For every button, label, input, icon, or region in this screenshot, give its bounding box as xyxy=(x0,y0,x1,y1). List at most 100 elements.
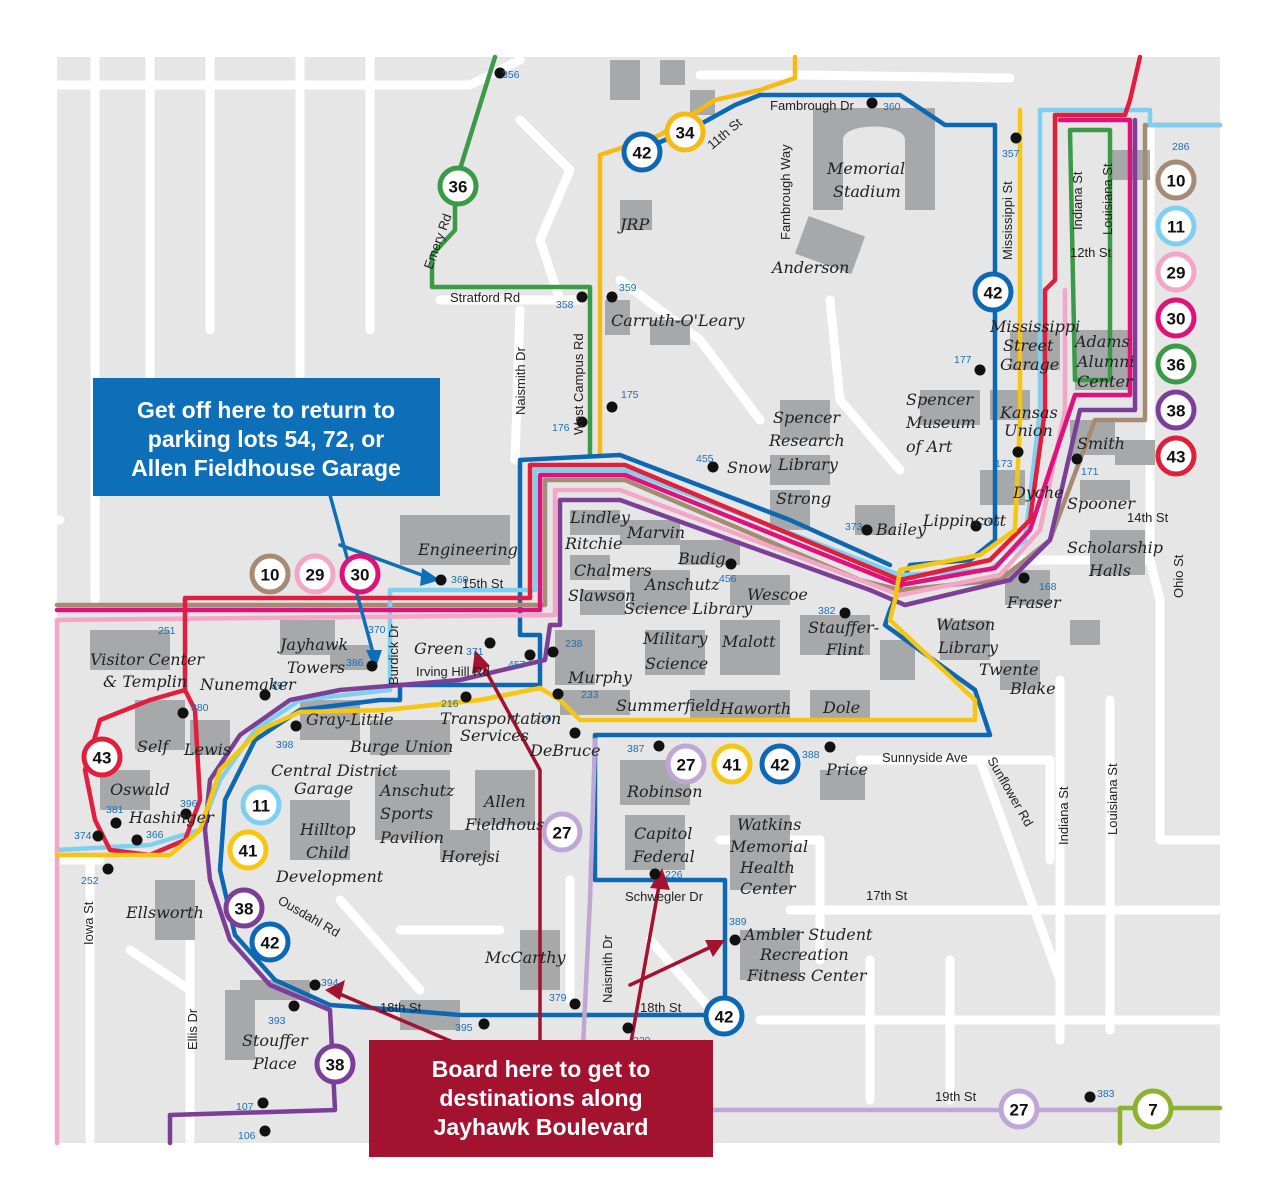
building-label: Recreation xyxy=(759,945,849,964)
route-11-line xyxy=(54,107,1223,853)
bus-stop[interactable]: 286 xyxy=(1172,141,1190,153)
bus-stop[interactable]: 395 xyxy=(455,1018,490,1035)
bus-stop[interactable]: 360 xyxy=(866,97,901,114)
svg-text:43: 43 xyxy=(93,749,112,768)
svg-text:386: 386 xyxy=(346,657,364,669)
legend-route[interactable]: 29 xyxy=(1155,251,1197,293)
route-marker[interactable]: 29 xyxy=(294,553,336,595)
route-marker[interactable]: 38 xyxy=(223,887,265,929)
bus-stop[interactable]: 380 xyxy=(177,702,209,719)
route-markers: 36 34 42 42 10 29 30 43 11 41 38 42 27 2… xyxy=(81,111,1174,1130)
bus-stops: 356 360 357 286 359 358 175 176 177 455 … xyxy=(74,67,1190,1143)
bus-stop[interactable]: 106 xyxy=(238,1125,271,1143)
svg-text:370: 370 xyxy=(368,624,386,636)
building-label: Adams xyxy=(1073,332,1130,351)
route-marker[interactable]: 10 xyxy=(249,553,291,595)
building-label: Memorial xyxy=(729,837,808,856)
route-marker[interactable]: 38 xyxy=(314,1043,356,1085)
bus-stop[interactable]: 176 xyxy=(552,416,588,435)
bus-stop[interactable]: 386 xyxy=(346,657,378,672)
building-label: Spencer xyxy=(773,408,841,427)
svg-text:106: 106 xyxy=(238,1130,256,1142)
route-marker[interactable]: 11 xyxy=(240,784,282,826)
building-label: Garage xyxy=(294,779,353,798)
building-label: Garage xyxy=(1000,355,1059,374)
route-marker[interactable]: 42 xyxy=(972,271,1014,313)
bus-stop[interactable]: 374 xyxy=(74,830,104,842)
bus-stop[interactable]: 371 xyxy=(466,637,496,659)
route-marker[interactable]: 42 xyxy=(249,921,291,963)
bus-stop[interactable]: 396 xyxy=(180,798,198,820)
building-label: Carruth-O'Leary xyxy=(611,311,745,330)
route-marker[interactable]: 42 xyxy=(621,131,663,173)
building-label: Spooner xyxy=(1067,494,1136,513)
bus-stop[interactable]: 216 xyxy=(441,691,472,711)
legend-route[interactable]: 30 xyxy=(1155,297,1197,339)
legend-route[interactable]: 10 xyxy=(1155,159,1197,201)
route-marker[interactable]: 42 xyxy=(703,995,745,1037)
route-marker[interactable]: 30 xyxy=(339,553,381,595)
bus-stop[interactable]: 107 xyxy=(236,1097,269,1114)
bus-stop[interactable]: 166 xyxy=(970,516,1000,532)
bus-stop[interactable]: 379 xyxy=(549,992,581,1010)
bus-stop[interactable]: 383 xyxy=(1084,1088,1115,1103)
bus-stop[interactable]: 357 xyxy=(1002,132,1022,161)
bus-stop[interactable]: 226 xyxy=(649,868,683,882)
bus-stop[interactable]: 387 xyxy=(627,740,665,756)
bus-stop[interactable]: 251 xyxy=(158,625,176,637)
route-marker[interactable]: 27 xyxy=(665,743,707,785)
building-label: Alumni xyxy=(1075,352,1135,371)
bus-stop[interactable]: 173 xyxy=(995,446,1024,471)
get-off-callout-line: Allen Fieldhouse Garage xyxy=(131,455,401,481)
legend-route[interactable]: 43 xyxy=(1155,435,1197,477)
route-marker[interactable]: 42 xyxy=(759,743,801,785)
bus-stop[interactable]: 358 xyxy=(556,291,588,312)
bus-stop[interactable]: 369 xyxy=(435,574,469,586)
bus-stop[interactable]: 397 xyxy=(259,680,289,701)
route-marker[interactable]: 34 xyxy=(664,111,706,153)
bus-stop[interactable]: 456 xyxy=(719,558,737,586)
street-label: Irving Hill Rd xyxy=(416,664,490,679)
bus-stop[interactable]: 398 xyxy=(276,720,302,752)
bus-stop[interactable]: 457 xyxy=(508,649,536,672)
bus-stop[interactable]: 171 xyxy=(1071,453,1099,479)
bus-stop[interactable]: 388 xyxy=(802,741,836,762)
bus-stop[interactable]: 455 xyxy=(696,453,719,473)
bus-stop[interactable]: 370 xyxy=(368,624,386,636)
bus-stop[interactable]: 359 xyxy=(606,282,637,303)
route-marker[interactable]: 41 xyxy=(711,743,753,785)
bus-stop[interactable]: 389 xyxy=(729,916,747,946)
svg-text:27: 27 xyxy=(677,756,696,775)
route-marker[interactable]: 7 xyxy=(1132,1088,1174,1130)
bus-stop[interactable]: 393 xyxy=(268,1000,300,1028)
bus-stop[interactable]: 356 xyxy=(494,67,520,82)
svg-text:27: 27 xyxy=(1010,1101,1029,1120)
bus-stop[interactable]: 233 xyxy=(552,688,599,702)
bus-stop[interactable]: 219 xyxy=(534,713,581,739)
bus-stop[interactable]: 382 xyxy=(818,605,851,619)
bus-stop[interactable]: 366 xyxy=(131,829,164,846)
legend-route[interactable]: 38 xyxy=(1155,389,1197,431)
building-label: Fitness Center xyxy=(746,966,868,985)
legend-route[interactable]: 11 xyxy=(1155,205,1197,247)
building-label: Malott xyxy=(721,632,776,651)
legend-route[interactable]: 36 xyxy=(1155,343,1197,385)
building-label: Slawson xyxy=(568,586,635,605)
bus-stop[interactable]: 373 xyxy=(845,521,873,536)
route-marker[interactable]: 43 xyxy=(81,736,123,778)
bus-stop[interactable]: 381 xyxy=(106,804,124,829)
bus-stop[interactable]: 168 xyxy=(1018,572,1057,594)
building-label: Military xyxy=(642,629,708,648)
bus-stop[interactable]: 175 xyxy=(606,389,639,413)
bus-stop[interactable]: 177 xyxy=(954,354,986,376)
bus-stop[interactable]: 252 xyxy=(81,863,114,888)
svg-text:11: 11 xyxy=(1167,218,1185,237)
route-marker[interactable]: 41 xyxy=(227,829,269,871)
route-marker[interactable]: 36 xyxy=(437,165,479,207)
route-marker[interactable]: 27 xyxy=(998,1088,1040,1130)
route-marker[interactable]: 27 xyxy=(541,811,583,853)
building-label: Flint xyxy=(825,640,865,659)
svg-text:393: 393 xyxy=(268,1015,286,1027)
bus-stop[interactable]: 238 xyxy=(547,638,583,658)
bus-stop[interactable]: 394 xyxy=(309,977,339,991)
